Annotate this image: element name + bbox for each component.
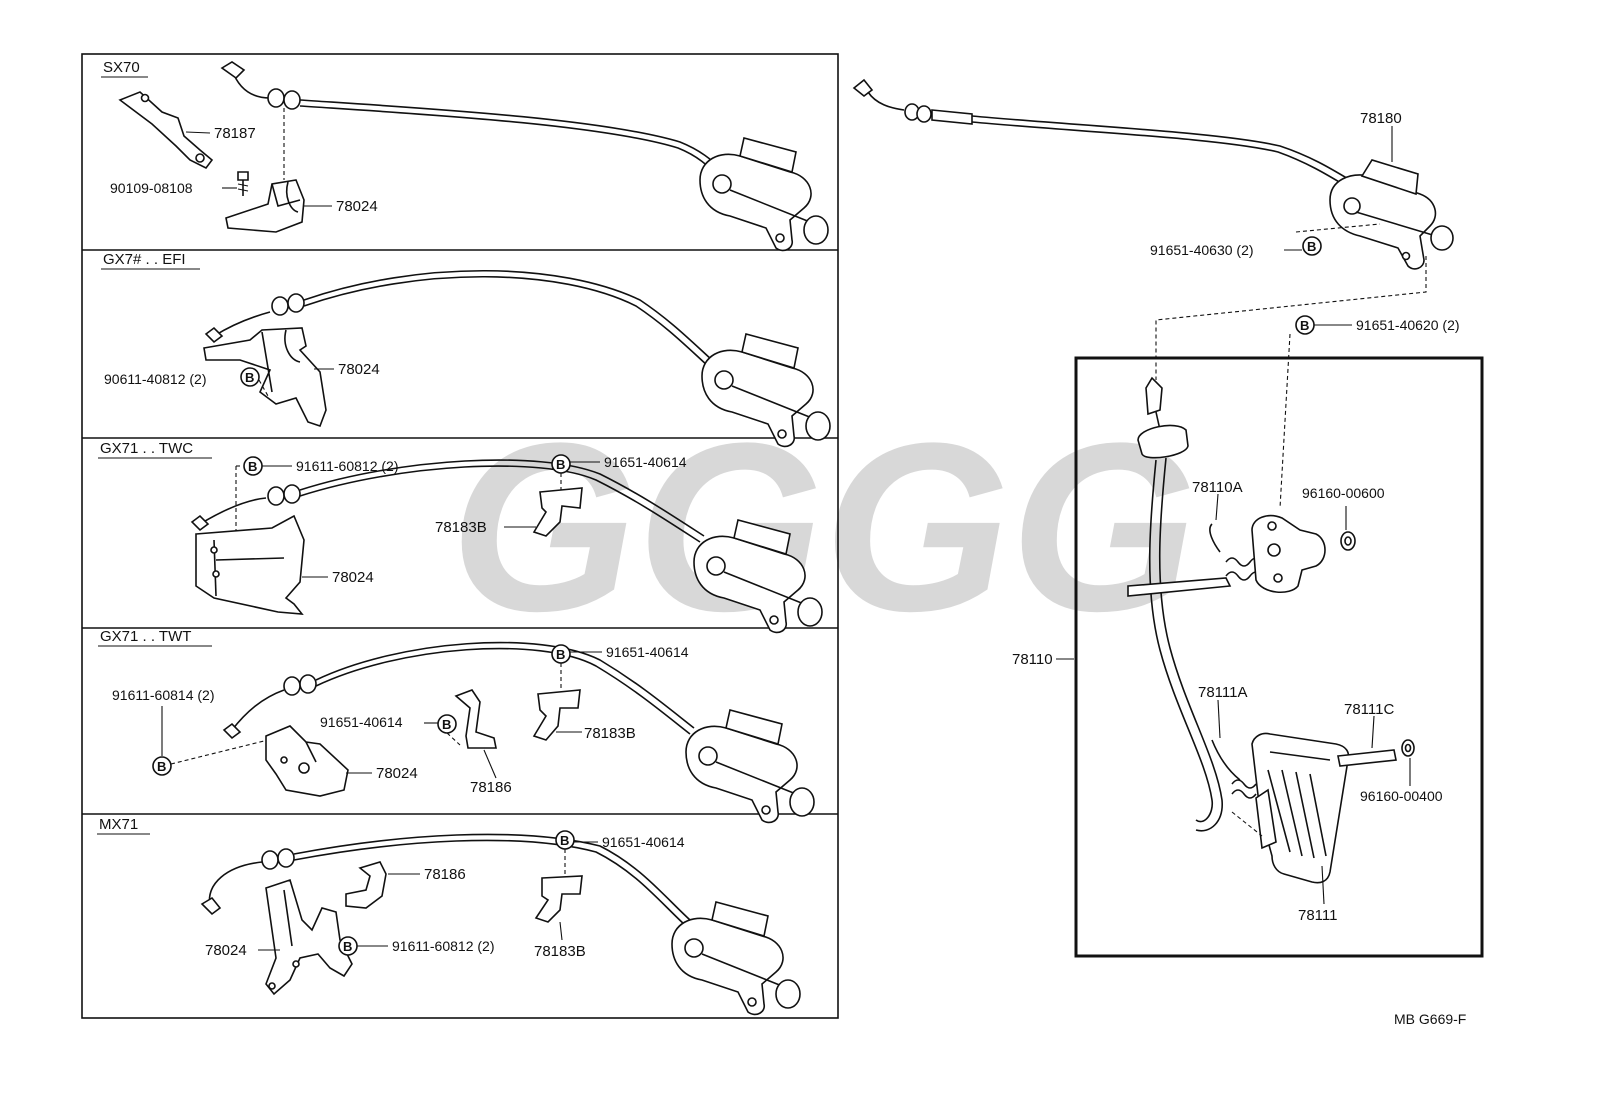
label-78111a: 78111A bbox=[1198, 684, 1248, 701]
sx70-bracket-78187 bbox=[118, 91, 214, 170]
label-91651-40614-mx71: 91651-40614 bbox=[602, 834, 685, 850]
svg-text:B: B bbox=[157, 759, 166, 774]
label-78186-mx71: 78186 bbox=[424, 866, 466, 883]
twt-badge-b-1: B bbox=[152, 756, 172, 776]
label-78024-twc: 78024 bbox=[332, 569, 374, 586]
sx70-bolt-90109-08108 bbox=[237, 171, 249, 196]
mx71-bracket-78186 bbox=[345, 861, 387, 909]
washer-96160-00600 bbox=[1340, 531, 1356, 551]
sx70-cable-assembly bbox=[220, 61, 829, 252]
pedal-bracket-bushing bbox=[1251, 514, 1326, 593]
label-96160-00400: 96160-00400 bbox=[1360, 788, 1443, 804]
twt-badge-b-3: B bbox=[551, 644, 571, 664]
svg-text:B: B bbox=[343, 939, 352, 954]
drawing-code: MB G669-F bbox=[1394, 1011, 1466, 1027]
efi-bracket-78024 bbox=[203, 327, 327, 428]
svg-text:B: B bbox=[442, 717, 451, 732]
section-title-gx7-efi: GX7# . . EFI bbox=[103, 251, 186, 268]
twt-clip-78183b bbox=[532, 689, 581, 741]
twt-bracket-78186 bbox=[454, 689, 497, 749]
label-91651-40614-twt-1: 91651-40614 bbox=[320, 714, 403, 730]
label-78186-twt: 78186 bbox=[470, 779, 512, 796]
pedal-assembly-frame bbox=[1074, 356, 1484, 958]
efi-cable-assembly bbox=[204, 269, 831, 448]
label-91611-60812-twc: 91611-60812 (2) bbox=[296, 458, 398, 474]
main-cable-assembly-78180 bbox=[852, 78, 1454, 270]
label-78024-twt: 78024 bbox=[376, 765, 418, 782]
label-78111c: 78111C bbox=[1344, 701, 1394, 718]
twc-clip-78183b bbox=[532, 487, 583, 537]
label-91651-40614-twc: 91651-40614 bbox=[604, 454, 687, 470]
pin-78111c bbox=[1337, 749, 1397, 767]
twc-bracket-78024 bbox=[195, 514, 305, 615]
label-90109-08108: 90109-08108 bbox=[110, 180, 193, 196]
label-78024-mx71: 78024 bbox=[205, 942, 247, 959]
efi-badge-b: B bbox=[240, 367, 260, 387]
section-title-gx71-twc: GX71 . . TWC bbox=[100, 440, 193, 457]
accelerator-pedal-pad-78111 bbox=[1231, 732, 1350, 884]
section-title-mx71: MX71 bbox=[99, 816, 138, 833]
section-title-sx70: SX70 bbox=[103, 59, 140, 76]
label-96160-00600: 96160-00600 bbox=[1302, 485, 1385, 501]
mx71-badge-b-2: B bbox=[338, 936, 358, 956]
svg-text:B: B bbox=[1307, 239, 1316, 254]
label-91611-60814: 91611-60814 (2) bbox=[112, 687, 214, 703]
twt-cable-assembly bbox=[222, 641, 815, 824]
twc-badge-b-2: B bbox=[551, 454, 571, 474]
svg-text:B: B bbox=[245, 370, 254, 385]
svg-text:B: B bbox=[556, 457, 565, 472]
spring-78111a bbox=[1211, 739, 1257, 799]
mx71-bracket-78024 bbox=[265, 878, 353, 996]
svg-text:B: B bbox=[556, 647, 565, 662]
twc-badge-b-1: B bbox=[243, 456, 263, 476]
label-90611-40812: 90611-40812 (2) bbox=[104, 371, 206, 387]
twc-cable-assembly bbox=[190, 459, 823, 634]
label-78110: 78110 bbox=[1012, 651, 1053, 668]
mx71-badge-b-1: B bbox=[555, 830, 575, 850]
twt-badge-b-2: B bbox=[437, 714, 457, 734]
label-78183b-twc: 78183B bbox=[435, 519, 487, 536]
section-title-gx71-twt: GX71 . . TWT bbox=[100, 628, 191, 645]
svg-text:B: B bbox=[248, 459, 257, 474]
right-badge-b-2: B bbox=[1295, 315, 1315, 335]
mx71-clip-78183b bbox=[534, 875, 583, 923]
twt-bracket-78024 bbox=[265, 725, 349, 797]
label-78187: 78187 bbox=[214, 125, 256, 142]
sx70-bracket-78024 bbox=[225, 179, 305, 233]
label-91651-40630: 91651-40630 (2) bbox=[1150, 242, 1254, 258]
label-78110a: 78110A bbox=[1192, 479, 1243, 496]
label-78183b-twt: 78183B bbox=[584, 725, 636, 742]
label-78180: 78180 bbox=[1360, 110, 1402, 127]
label-91651-40620: 91651-40620 (2) bbox=[1356, 317, 1460, 333]
svg-text:B: B bbox=[1300, 318, 1309, 333]
label-78111: 78111 bbox=[1298, 907, 1338, 924]
left-panel-frame bbox=[81, 53, 839, 1019]
label-78024-efi: 78024 bbox=[338, 361, 380, 378]
right-badge-b-1: B bbox=[1302, 236, 1322, 256]
label-78024-sx70: 78024 bbox=[336, 198, 378, 215]
label-91611-60812-mx71: 91611-60812 (2) bbox=[392, 938, 494, 954]
label-78183b-mx71: 78183B bbox=[534, 943, 586, 960]
svg-text:B: B bbox=[560, 833, 569, 848]
label-91651-40614-twt-2: 91651-40614 bbox=[606, 644, 689, 660]
accelerator-pedal-lever bbox=[1127, 376, 1232, 832]
washer-96160-00400 bbox=[1401, 739, 1415, 757]
